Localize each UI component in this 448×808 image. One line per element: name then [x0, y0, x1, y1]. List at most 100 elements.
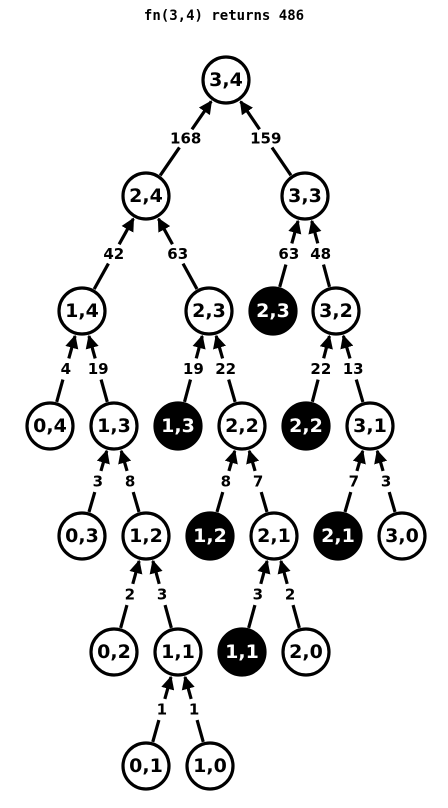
tree-node: 1,4: [57, 286, 107, 336]
edge-arrow: [117, 217, 135, 246]
tree-node: 3,4: [201, 55, 251, 105]
node-circle: [57, 286, 107, 336]
diagram-title: fn(3,4) returns 486: [143, 8, 305, 24]
edge-arrow: [118, 449, 132, 472]
node-label: 2,2: [225, 415, 259, 437]
node-circle: [185, 511, 235, 561]
edge-label: 4: [61, 360, 71, 378]
node-circle: [89, 401, 139, 451]
node-label: 2,1: [321, 525, 355, 547]
edge-arrow: [374, 449, 388, 472]
tree-node: 1,3: [89, 401, 139, 451]
tree-node: 0,1: [121, 741, 171, 791]
edge-line: [92, 262, 110, 290]
edge-label: 19: [183, 360, 204, 378]
tree-node: 1,0: [185, 741, 235, 791]
tree-node: 2,1: [249, 511, 299, 561]
edge-label: 3: [381, 472, 391, 490]
edge-arrow: [277, 559, 291, 585]
node-circle: [201, 55, 251, 105]
edge-label: 159: [250, 129, 281, 147]
edge-label: 48: [310, 245, 331, 263]
edge-label: 1: [189, 700, 199, 718]
edge-line: [259, 491, 269, 513]
edge-line: [215, 491, 225, 513]
edge-arrow: [85, 334, 99, 359]
edge-arrow: [224, 449, 238, 472]
edge-label: 1: [157, 700, 167, 718]
node-label: 0,2: [97, 641, 131, 663]
node-label: 3,0: [385, 525, 419, 547]
edge-arrow: [308, 219, 322, 244]
node-circle: [121, 741, 171, 791]
edge-line: [55, 379, 65, 403]
edge-arrow: [181, 675, 195, 700]
edge-line: [291, 604, 301, 629]
edge-arrow: [213, 334, 226, 359]
node-label: 1,3: [97, 415, 131, 437]
edge-label: 3: [253, 585, 263, 603]
node-label: 3,1: [353, 415, 387, 437]
node-circle: [184, 286, 234, 336]
node-label: 2,3: [192, 300, 226, 322]
node-circle: [153, 401, 203, 451]
node-label: 2,0: [289, 641, 323, 663]
edge-label: 2: [285, 585, 295, 603]
edge-arrow: [319, 334, 333, 359]
tree-node: 3,3: [280, 171, 330, 221]
edge-label: 22: [215, 360, 236, 378]
tree-node: 3,1: [345, 401, 395, 451]
node-circle: [217, 401, 267, 451]
edge-arrow: [149, 559, 163, 585]
tree-node: 2,3: [184, 286, 234, 336]
edge-line: [247, 604, 257, 629]
edge-label: 3: [157, 585, 167, 603]
edge-arrow: [257, 559, 271, 585]
edge-line: [195, 719, 205, 743]
edge-arrow: [190, 100, 213, 131]
tree-node: 0,3: [57, 511, 107, 561]
node-label: 0,4: [33, 415, 67, 437]
node-circle: [89, 627, 139, 677]
node-circle: [153, 627, 203, 677]
edge-line: [182, 379, 193, 403]
edge-line: [158, 146, 181, 177]
node-label: 2,4: [129, 185, 163, 207]
edge-label: 7: [349, 472, 359, 490]
edge-line: [119, 604, 129, 629]
edge-label: 8: [125, 472, 135, 490]
node-label: 0,3: [65, 525, 99, 547]
tree-node: 0,4: [25, 401, 75, 451]
edge-label: 22: [310, 360, 331, 378]
node-circle: [280, 171, 330, 221]
edge-label: 63: [278, 245, 299, 263]
tree-node: 1,2: [121, 511, 171, 561]
tree-node: 3,2: [311, 286, 361, 336]
memo-node: 1,1: [217, 627, 267, 677]
edge-line: [278, 264, 288, 288]
tree-node: 2,2: [217, 401, 267, 451]
edge-label: 8: [221, 472, 231, 490]
node-circle: [25, 401, 75, 451]
tree-node: 0,2: [89, 627, 139, 677]
memo-node: 2,1: [313, 511, 363, 561]
edge-line: [227, 379, 237, 403]
edge-arrow: [65, 334, 79, 359]
node-label: 1,2: [129, 525, 163, 547]
node-label: 3,3: [288, 185, 322, 207]
edge-arrow: [340, 334, 354, 359]
edge-arrow: [239, 100, 261, 131]
edge-arrow: [192, 334, 206, 359]
tree-node: 2,4: [121, 171, 171, 221]
node-circle: [281, 627, 331, 677]
node-circle: [249, 511, 299, 561]
edge-arrow: [246, 449, 260, 472]
node-circle: [185, 741, 235, 791]
edge-line: [270, 146, 293, 177]
tree-node: 3,0: [377, 511, 427, 561]
node-circle: [311, 286, 361, 336]
node-label: 1,3: [161, 415, 195, 437]
node-label: 2,1: [257, 525, 291, 547]
edge-label: 7: [253, 472, 263, 490]
